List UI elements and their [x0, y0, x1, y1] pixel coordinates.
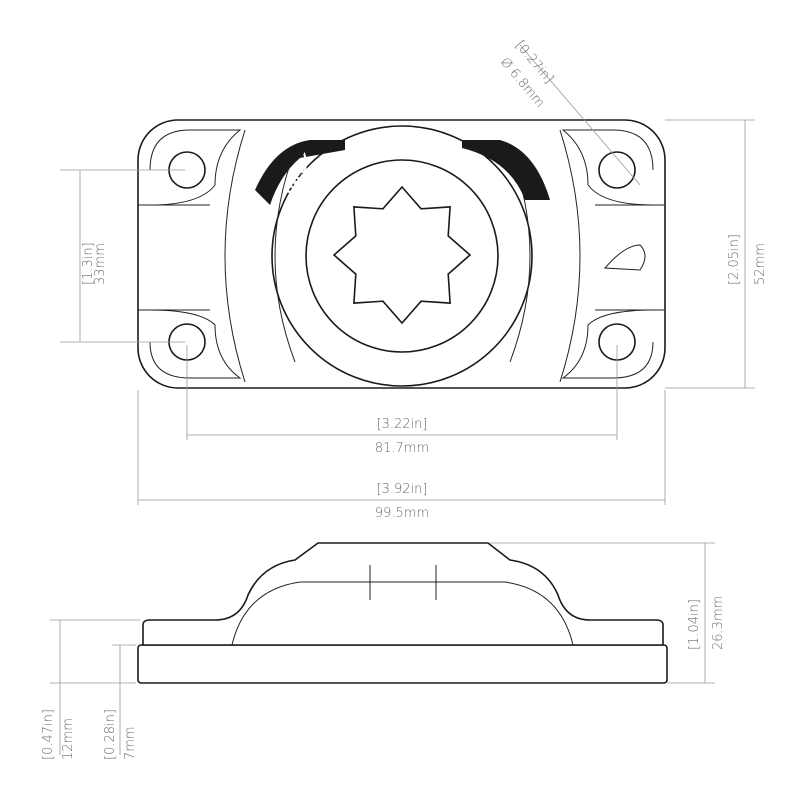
flange-and-arch: [142, 542, 664, 646]
corner-br: [561, 309, 654, 379]
plate-edge-lines: [138, 204, 665, 311]
body-curves: [224, 129, 581, 383]
tabs: [369, 565, 437, 600]
dim-depth-mm: 26.3mm: [711, 596, 726, 650]
slider-right: [462, 140, 550, 200]
dim-line-overall-height: [665, 119, 755, 389]
u-lok-slider: [255, 140, 345, 205]
dim-overall-height-mm: 52mm: [753, 243, 768, 285]
base: [137, 644, 668, 684]
brand-mark-icon: [603, 244, 646, 271]
dim-line-depth: [490, 542, 715, 684]
dim-flange-mm: 12mm: [61, 718, 76, 760]
dim-line-hole-diameter: [519, 44, 641, 186]
dim-depth-in: [1.04in]: [687, 599, 702, 650]
dim-line-hole-vertical: [60, 169, 185, 343]
corner-tl: [149, 129, 242, 206]
arch-inner: [231, 581, 574, 646]
dim-hole-vertical-in: [1.3in]: [81, 242, 96, 285]
dim-flange-in: [0.47in]: [41, 709, 56, 760]
dim-hole-horizontal-in: [3.22in]: [377, 417, 428, 432]
dim-hole-vertical-mm: 33mm: [93, 243, 108, 285]
corner-bl: [149, 309, 242, 379]
dim-base-in: [0.28in]: [103, 709, 118, 760]
dim-overall-width-mm: 99.5mm: [375, 506, 429, 521]
dim-line-flange: [50, 619, 140, 755]
dim-line-hole-horizontal: [186, 345, 618, 440]
corner-tr: [561, 129, 654, 206]
dim-overall-height-in: [2.05in]: [727, 234, 742, 285]
dim-line-overall-width: [137, 390, 666, 505]
dim-base-mm: 7mm: [123, 726, 138, 760]
top-view: U-LOK: [137, 119, 666, 389]
dim-hole-horizontal-mm: 81.7mm: [375, 441, 429, 456]
star-socket: [332, 185, 472, 325]
side-view: [137, 542, 668, 684]
dim-line-base: [112, 644, 136, 755]
mount-hole: [598, 151, 636, 189]
dim-overall-width-in: [3.92in]: [377, 482, 428, 497]
